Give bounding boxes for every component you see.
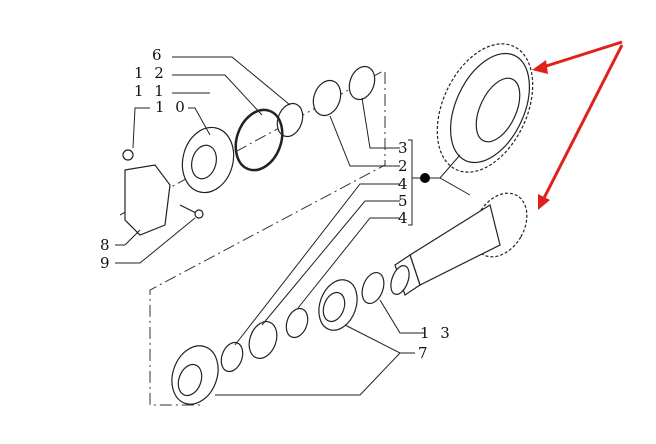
pinion-shaft (390, 192, 528, 296)
callout-7: 7 (418, 344, 431, 362)
part-3-washer (348, 65, 376, 101)
part-2-nut (312, 79, 342, 117)
callout-4-lower: 4 (398, 209, 411, 227)
axis-line-frame (149, 72, 386, 406)
spacer-sleeve (248, 321, 278, 359)
callout-13: 1 3 (420, 324, 453, 342)
part-13-ring (361, 271, 385, 305)
callout-6: 6 (152, 46, 165, 64)
bearing-upper (318, 279, 358, 331)
junction-dot (420, 173, 430, 183)
callout-12: 1 2 (134, 64, 167, 82)
red-arrows (532, 40, 624, 210)
callout-9: 9 (100, 254, 113, 272)
shim-ring (220, 341, 244, 373)
callout-3: 3 (398, 139, 411, 157)
spacer-ring (285, 307, 309, 339)
part-6-ring (276, 102, 304, 138)
callout-5: 5 (398, 192, 411, 210)
part-12-oring (234, 108, 284, 172)
part-8-yoke (122, 149, 204, 236)
callout-10: 1 0 (155, 98, 188, 116)
callout-8: 8 (100, 236, 113, 254)
callout-2: 2 (398, 157, 411, 175)
callout-11: 1 1 (134, 82, 167, 100)
part-11-flange (181, 126, 235, 194)
callout-4-upper: 4 (398, 175, 411, 193)
bearing-lower (171, 345, 219, 405)
ring-gear (436, 43, 534, 173)
leader-lines (115, 56, 471, 396)
